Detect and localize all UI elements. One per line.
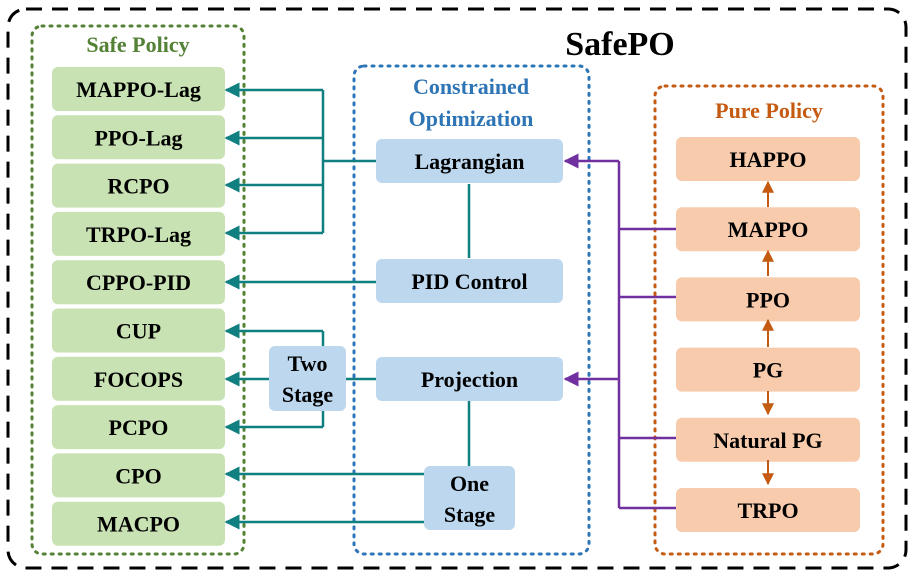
pid-control-label: PID Control	[411, 269, 527, 294]
pid-control-node: PID Control	[376, 259, 563, 303]
lagrangian-node: Lagrangian	[376, 139, 563, 183]
macpo-node: MACPO	[52, 501, 225, 546]
natural-pg-label: Natural PG	[713, 428, 822, 453]
macpo-label: MACPO	[97, 512, 180, 537]
safe-policy-heading: Safe Policy	[86, 32, 189, 57]
happo-box	[676, 137, 860, 181]
rcpo-label: RCPO	[107, 174, 169, 199]
happo-label: HAPPO	[730, 147, 807, 172]
one-stage-label-line2: Stage	[444, 502, 496, 527]
pg-node: PG	[676, 347, 860, 392]
pure-policy-heading: Pure Policy	[715, 98, 823, 123]
constrained-optimization-frame	[352, 64, 591, 556]
trpo-lag-node: TRPO-Lag	[52, 211, 225, 256]
mappo-box	[676, 207, 860, 252]
pure-policy-list: HAPPO MAPPO PPO PG Natural PG TRPO	[676, 137, 860, 532]
focops-node: FOCOPS	[52, 356, 225, 401]
pcpo-label: PCPO	[109, 415, 169, 440]
cpo-node: CPO	[52, 453, 225, 498]
cppo-pid-node: CPPO-PID	[52, 260, 225, 305]
two-stage-label-line2: Stage	[282, 382, 334, 407]
ppo-label: PPO	[746, 287, 790, 312]
trpo-label: TRPO	[737, 498, 798, 523]
pcpo-node: PCPO	[52, 405, 225, 450]
cpo-label: CPO	[115, 463, 161, 488]
mappo-node: MAPPO	[676, 207, 860, 252]
ppo-node: PPO	[676, 277, 860, 322]
cup-label: CUP	[116, 319, 161, 344]
purple-connectors	[563, 153, 676, 510]
trpo-node: TRPO	[676, 488, 860, 532]
one-stage-node: One Stage	[424, 466, 515, 530]
mappo-lag-label: MAPPO-Lag	[76, 77, 201, 102]
macpo-box	[52, 501, 225, 546]
projection-label: Projection	[421, 367, 518, 392]
trpo-box	[676, 488, 860, 532]
cppo-pid-label: CPPO-PID	[86, 270, 191, 295]
cpo-box	[52, 453, 225, 498]
rcpo-box	[52, 163, 225, 208]
trpo-lag-box	[52, 211, 225, 256]
focops-label: FOCOPS	[94, 367, 183, 392]
pcpo-box	[52, 405, 225, 450]
pg-box	[676, 347, 860, 392]
ppo-lag-label: PPO-Lag	[95, 125, 183, 150]
trpo-lag-label: TRPO-Lag	[86, 222, 191, 247]
mappo-lag-node: MAPPO-Lag	[52, 67, 225, 111]
ppo-lag-box	[52, 115, 225, 160]
mappo-lag-box	[52, 67, 225, 111]
one-stage-label-line1: One	[450, 471, 489, 496]
cup-box	[52, 308, 225, 353]
constrained-heading-line2: Optimization	[409, 106, 534, 131]
pg-label: PG	[753, 358, 784, 383]
teal-connectors	[224, 82, 471, 530]
natural-pg-box	[676, 417, 860, 462]
pure-policy-frame	[653, 84, 885, 556]
projection-node: Projection	[376, 357, 563, 401]
cppo-pid-box	[52, 260, 225, 305]
outer-frame	[6, 7, 908, 570]
cup-node: CUP	[52, 308, 225, 353]
diagram-title: SafePO	[565, 26, 675, 63]
safe-policy-frame	[30, 24, 246, 556]
rcpo-node: RCPO	[52, 163, 225, 208]
lagrangian-label: Lagrangian	[414, 149, 524, 174]
focops-box	[52, 356, 225, 401]
natural-pg-node: Natural PG	[676, 417, 860, 462]
mappo-label: MAPPO	[728, 217, 809, 242]
two-stage-node: Two Stage	[269, 346, 346, 411]
ppo-box	[676, 277, 860, 322]
two-stage-label-line1: Two	[288, 351, 328, 376]
ppo-lag-node: PPO-Lag	[52, 115, 225, 160]
constrained-heading-line1: Constrained	[413, 74, 529, 99]
happo-node: HAPPO	[676, 137, 860, 181]
